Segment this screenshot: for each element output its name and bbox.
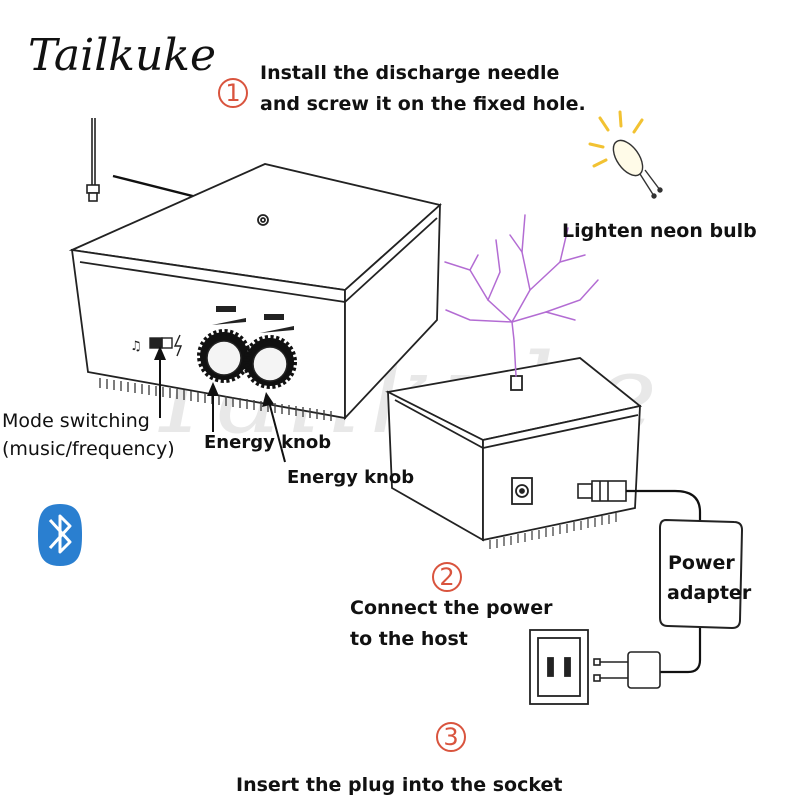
knob-scale-marks [212,306,294,333]
energy-knob-left [197,329,251,383]
svg-text:♫: ♫ [130,339,142,354]
mode-switch-icons: ♫ [130,334,183,357]
step-2-line-2: to the host [350,628,468,650]
ac-plug-icon [593,651,661,689]
dc-plug [577,480,627,502]
wall-socket-icon [529,629,589,705]
bulb-glow-rays [588,110,644,168]
brand-logo: Tailkuke [28,30,217,81]
mode-switching-label: Mode switching [2,410,150,432]
power-adapter-label-2: adapter [667,582,752,604]
mode-switching-sub-label: (music/frequency) [2,438,175,460]
dc-cable [626,489,702,522]
ac-cable [660,628,702,674]
bluetooth-icon [38,504,82,566]
vent-slots [99,378,332,421]
step-1-line-2: and screw it on the fixed hole. [260,93,586,115]
vent-slots-right [489,513,617,549]
step-1-line-1: Install the discharge needle [260,62,560,84]
energy-knob-label-2: Energy knob [287,467,415,488]
power-adapter-label-1: Power [668,552,735,574]
plasma-arc-icon [444,214,599,377]
neon-bulb-icon [612,139,663,199]
step-3-line-1: Insert the plug into the socket [236,774,563,796]
connected-host-box [385,357,643,542]
step-2-line-1: Connect the power [350,597,553,619]
neon-bulb-label: Lighten neon bulb [562,220,757,242]
discharge-needle-icon [86,118,100,202]
energy-knob-right [243,335,297,389]
power-adapter-icon [659,518,744,630]
energy-knob-label-1: Energy knob [204,432,332,453]
